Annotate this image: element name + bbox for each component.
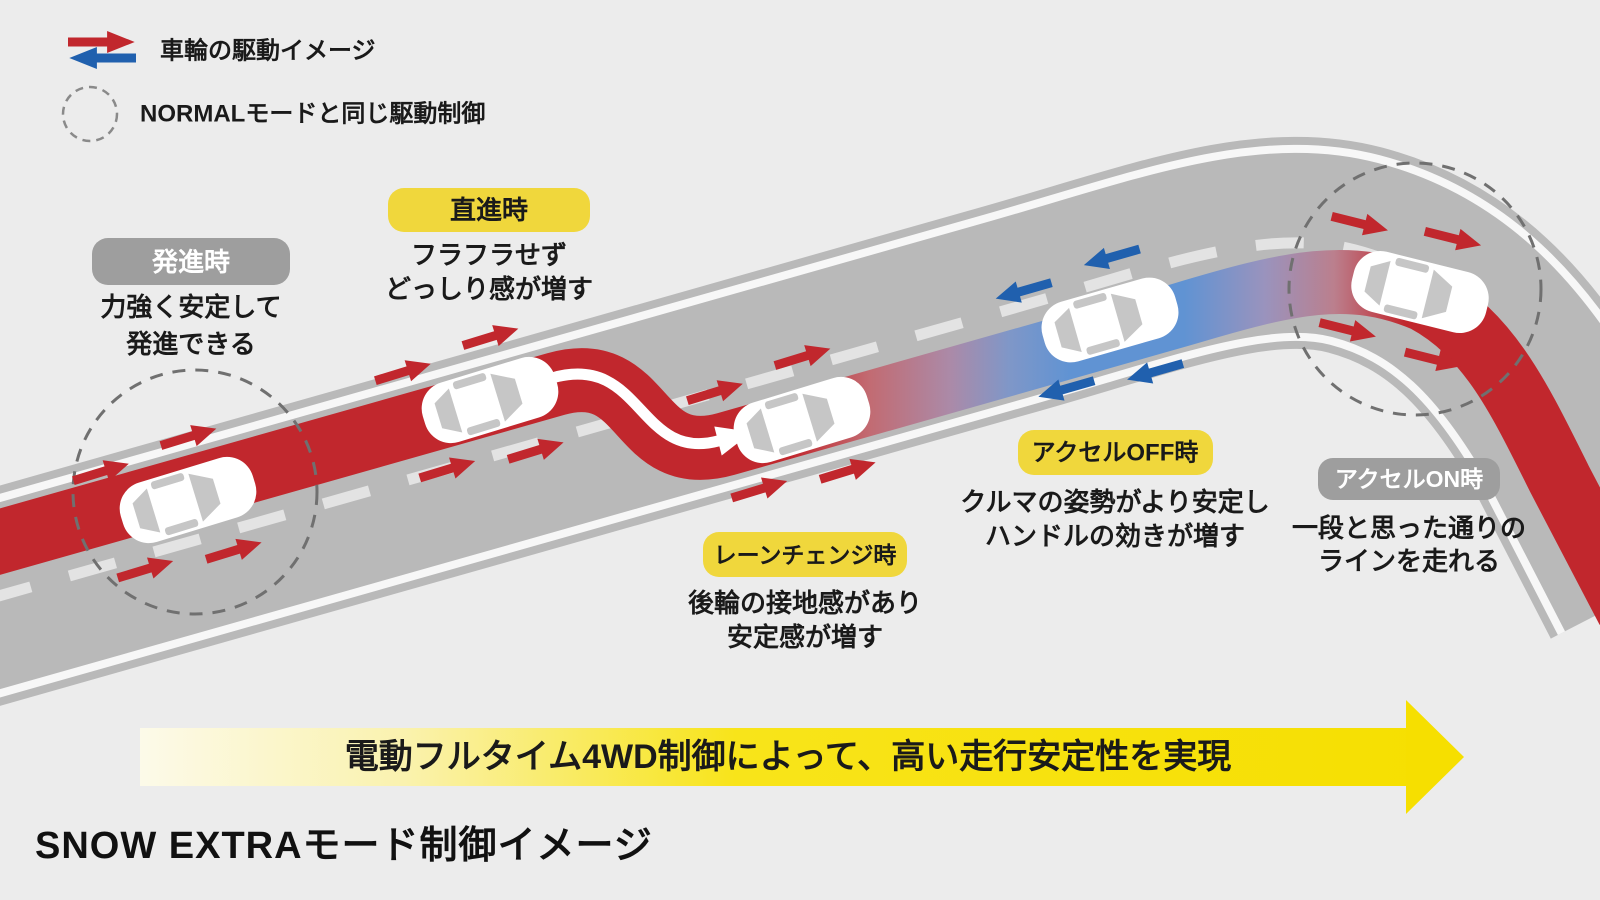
banner-label: 電動フルタイム4WD制御によって、高い走行安定性を実現 <box>345 738 1231 776</box>
stage-straight-badge <box>388 188 590 232</box>
normal-mode-circle-accel-on <box>1287 161 1543 417</box>
stage-start-badge <box>92 238 290 285</box>
legend: 車輪の駆動イメージ NORMALモードと同じ駆動制御 <box>61 31 485 143</box>
wheel-drive-legend-label: 車輪の駆動イメージ <box>160 37 376 65</box>
stage-straight-desc-line1: フラフラせず <box>411 240 567 270</box>
stage-lane-change-badge-label: レーンチェンジ時 <box>714 542 897 568</box>
normal-mode-legend-label: NORMALモードと同じ駆動制御 <box>140 101 485 128</box>
stage-lane-change-desc-line2: 安定感が増す <box>727 622 883 652</box>
normal-mode-legend-item: NORMALモードと同じ駆動制御 <box>61 85 485 143</box>
stage-start-badge-label: 発進時 <box>151 247 230 277</box>
summary-banner-arrow: 電動フルタイム4WD制御によって、高い走行安定性を実現 <box>140 700 1464 814</box>
stage-start-desc-line2: 発進できる <box>125 329 255 359</box>
banner-arrowhead-icon <box>1406 700 1464 814</box>
normal-mode-circle-icon <box>61 85 119 143</box>
stage-lane-change: レーンチェンジ時 後輪の接地感があり 安定感が増す <box>688 532 922 652</box>
stage-accel-off-badge <box>1018 430 1213 475</box>
stage-start-desc-line1: 力強く安定して <box>100 292 281 322</box>
banner-body <box>140 728 1406 786</box>
normal-mode-circle-start <box>71 368 319 616</box>
stage-lane-change-badge <box>703 532 907 577</box>
stage-accel-off: アクセルOFF時 クルマの姿勢がより安定し ハンドルの効きが増す <box>960 430 1270 551</box>
stage-straight: 直進時 フラフラせず どっしり感が増す <box>385 188 593 304</box>
wheel-drive-legend-item: 車輪の駆動イメージ <box>68 31 376 69</box>
stage-lane-change-desc-line1: 後輪の接地感があり <box>688 588 922 618</box>
stage-accel-on-badge <box>1318 458 1500 500</box>
stage-start: 発進時 力強く安定して 発進できる <box>92 238 290 359</box>
stage-straight-desc-line2: どっしり感が増す <box>385 274 593 304</box>
stage-accel-on: アクセルON時 一段と思った通りの ラインを走れる <box>1292 458 1526 576</box>
stage-accel-off-desc-line1: クルマの姿勢がより安定し <box>960 487 1269 517</box>
stage-accel-on-desc-line2: ラインを走れる <box>1318 546 1500 576</box>
stage-accel-on-badge-label: アクセルON時 <box>1335 466 1483 492</box>
stage-accel-off-badge-label: アクセルOFF時 <box>1032 440 1199 467</box>
page-title: SNOW EXTRAモード制御イメージ <box>35 825 653 867</box>
stage-straight-badge-label: 直進時 <box>450 195 528 225</box>
stage-accel-off-desc-line2: ハンドルの効きが増す <box>985 521 1245 551</box>
stage-accel-on-desc-line1: 一段と思った通りの <box>1292 513 1526 543</box>
